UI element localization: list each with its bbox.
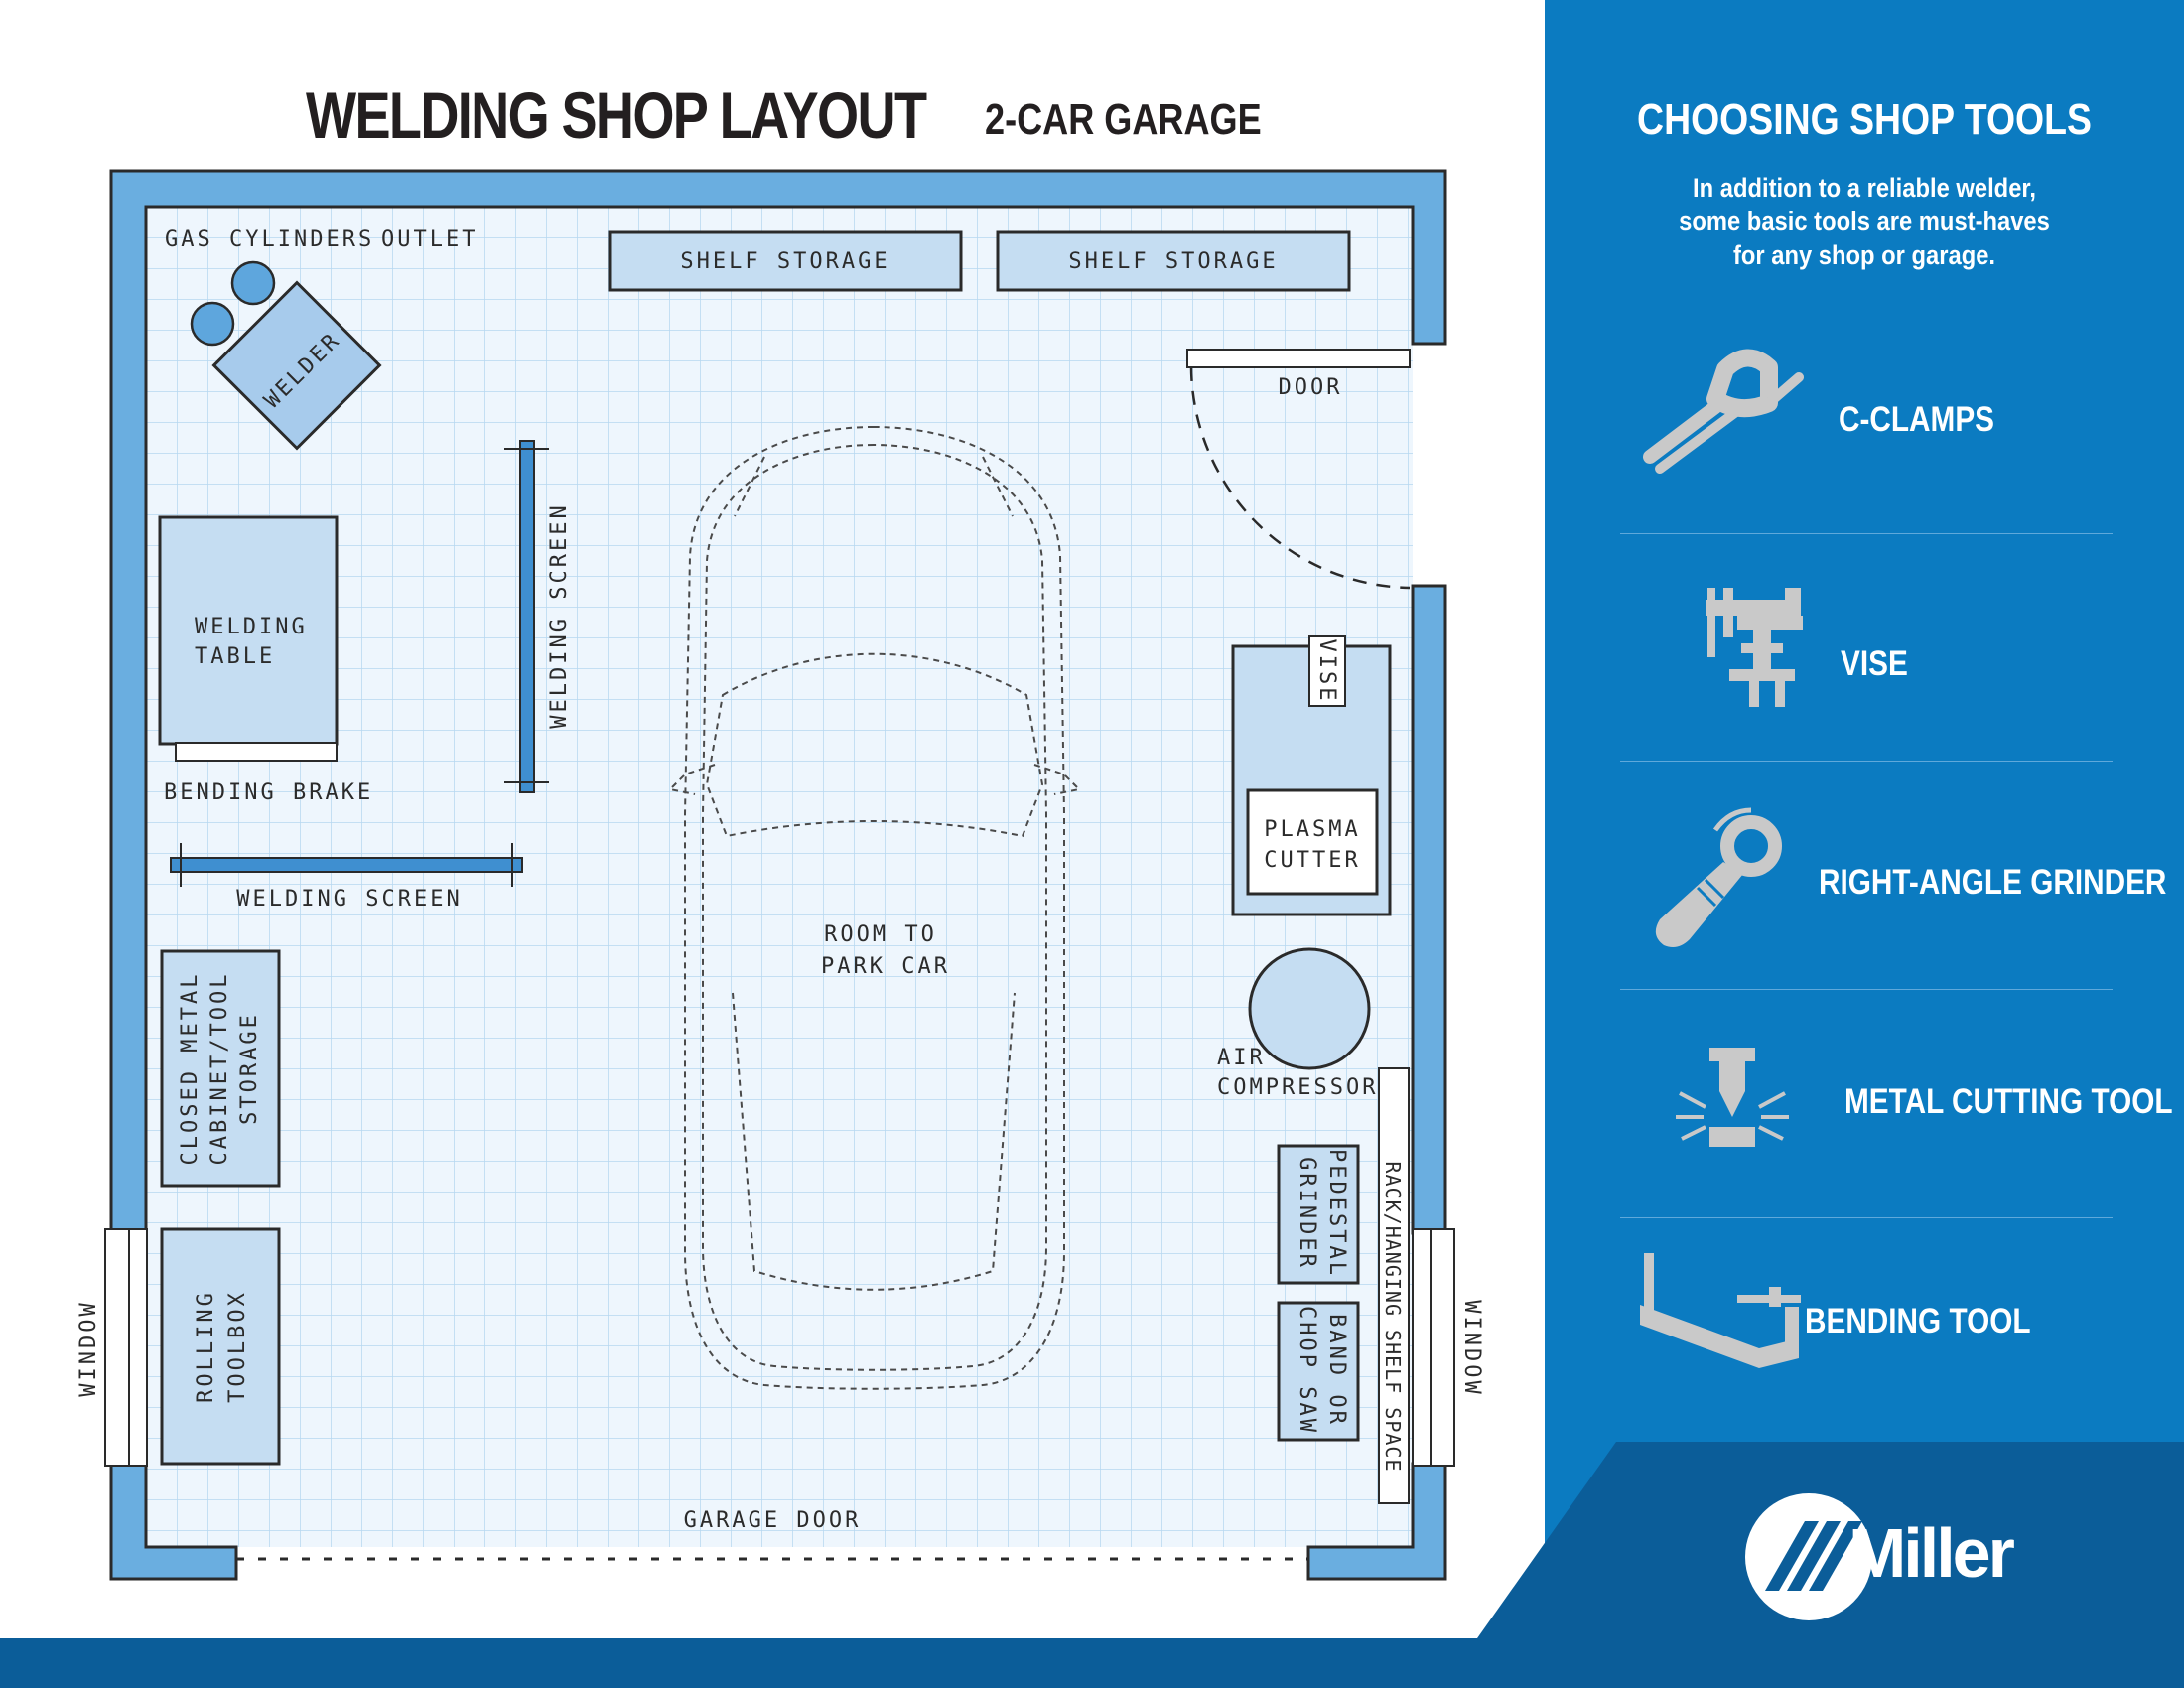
tool-item-c-clamps: C-CLAMPS bbox=[1620, 308, 2113, 532]
welding-screen-vertical bbox=[504, 440, 549, 793]
tool-divider bbox=[1620, 1217, 2113, 1218]
metal-cabinet bbox=[160, 949, 281, 1188]
sidebar-intro-line: for any shop or garage. bbox=[1732, 240, 1996, 270]
label-window-right: WINDOW bbox=[1459, 1300, 1484, 1396]
band-saw bbox=[1277, 1301, 1360, 1442]
gas-cylinder-1 bbox=[230, 260, 276, 306]
vise-icon bbox=[1706, 588, 1803, 707]
label-plasma-cutter-2: CUTTER bbox=[1264, 848, 1360, 873]
label-vise: VISE bbox=[1314, 639, 1339, 704]
tool-name: C-CLAMPS bbox=[1839, 400, 1995, 439]
label-outlet: OUTLET bbox=[381, 227, 478, 252]
label-door: DOOR bbox=[1279, 375, 1343, 400]
label-garage-door: GARAGE DOOR bbox=[684, 1508, 862, 1533]
label-welding-table-2: TABLE bbox=[195, 644, 275, 669]
metal-cutting-icon bbox=[1676, 1048, 1789, 1147]
brand-logo: Miller bbox=[1848, 1514, 2015, 1592]
vise-box bbox=[1308, 635, 1346, 707]
label-welding-table-1: WELDING bbox=[195, 615, 308, 639]
label-pedestal-grinder-1: PEDESTAL bbox=[1324, 1149, 1349, 1278]
shelf-storage-2 bbox=[996, 230, 1351, 292]
label-window-left: WINDOW bbox=[76, 1300, 101, 1396]
label-rolling-toolbox-1: ROLLING bbox=[194, 1290, 218, 1403]
pedestal-grinder bbox=[1277, 1144, 1360, 1285]
label-bending-brake: BENDING BRAKE bbox=[164, 780, 373, 805]
label-shelf-storage-1: SHELF STORAGE bbox=[680, 249, 889, 274]
label-cabinet-1: CLOSED METAL bbox=[178, 972, 203, 1166]
floor-plan: GAS CYLINDERS OUTLET SHELF STORAGE SHELF… bbox=[76, 169, 1484, 1581]
c-clamp-icon bbox=[1643, 349, 1804, 474]
label-plasma-cutter-1: PLASMA bbox=[1264, 817, 1360, 842]
label-shelf-storage-2: SHELF STORAGE bbox=[1068, 249, 1278, 274]
tool-item-metal-cutting: METAL CUTTING TOOL bbox=[1620, 990, 2173, 1214]
logo-band bbox=[1477, 1442, 2184, 1638]
label-welding-screen-vertical: WELDING SCREEN bbox=[547, 502, 572, 728]
rack-shelf bbox=[1378, 1067, 1410, 1504]
page-title: WELDING SHOP LAYOUT bbox=[306, 78, 927, 152]
sidebar-intro-line: some basic tools are must-haves bbox=[1679, 207, 2050, 236]
label-welding-screen-horizontal: WELDING SCREEN bbox=[236, 887, 462, 912]
sidebar-intro: In addition to a reliable welder, some b… bbox=[1635, 171, 2093, 272]
label-cabinet-2: CABINET/TOOL bbox=[207, 972, 232, 1166]
tool-item-bending-tool: BENDING TOOL bbox=[1620, 1209, 2113, 1434]
label-air-compressor-2: COMPRESSOR bbox=[1217, 1075, 1378, 1100]
door-swing-arc bbox=[1189, 366, 1411, 590]
tool-divider bbox=[1620, 533, 2113, 534]
label-rolling-toolbox-2: TOOLBOX bbox=[225, 1290, 250, 1403]
label-gas-cylinders: GAS CYLINDERS bbox=[165, 227, 374, 252]
window-left bbox=[104, 1228, 148, 1467]
label-room-to-park-2: PARK CAR bbox=[821, 954, 950, 979]
label-air-compressor-1: AIR bbox=[1217, 1046, 1266, 1070]
tool-item-grinder: RIGHT-ANGLE GRINDER bbox=[1620, 771, 2166, 995]
rolling-toolbox bbox=[160, 1227, 281, 1466]
welding-screen-horizontal bbox=[170, 843, 523, 887]
footer-bar bbox=[0, 1638, 2184, 1688]
welder bbox=[211, 280, 382, 451]
tool-divider bbox=[1620, 989, 2113, 990]
sidebar-panel: CHOOSING SHOP TOOLS In addition to a rel… bbox=[1545, 0, 2184, 1638]
label-band-saw-1: BAND OR bbox=[1324, 1314, 1349, 1427]
tool-divider bbox=[1620, 761, 2113, 762]
window-right bbox=[1412, 1228, 1455, 1467]
label-room-to-park-1: ROOM TO bbox=[824, 922, 937, 947]
tool-name: METAL CUTTING TOOL bbox=[1844, 1082, 2173, 1121]
label-cabinet-3: STORAGE bbox=[237, 1012, 262, 1125]
entry-door bbox=[1186, 349, 1411, 368]
tool-name: BENDING TOOL bbox=[1805, 1302, 2031, 1340]
label-rack-shelf: RACK/HANGING SHELF SPACE bbox=[1381, 1162, 1405, 1473]
label-pedestal-grinder-2: GRINDER bbox=[1295, 1157, 1319, 1270]
page-subtitle: 2-CAR GARAGE bbox=[985, 95, 1262, 144]
grinder-icon bbox=[1655, 807, 1782, 947]
label-band-saw-2: CHOP SAW bbox=[1295, 1306, 1319, 1435]
tool-name: VISE bbox=[1841, 644, 1908, 683]
air-compressor bbox=[1248, 947, 1371, 1070]
sidebar-intro-line: In addition to a reliable welder, bbox=[1693, 173, 2036, 203]
car-outline bbox=[667, 425, 1082, 1390]
bending-tool-icon bbox=[1640, 1253, 1801, 1368]
gas-cylinder-2 bbox=[190, 301, 235, 347]
tool-item-vise: VISE bbox=[1620, 552, 2113, 776]
plasma-cutter-box bbox=[1246, 788, 1379, 896]
tool-name: RIGHT-ANGLE GRINDER bbox=[1819, 863, 2167, 902]
sidebar-title: CHOOSING SHOP TOOLS bbox=[1637, 95, 2092, 144]
shelf-storage-1 bbox=[608, 230, 963, 292]
bending-brake bbox=[175, 742, 338, 762]
